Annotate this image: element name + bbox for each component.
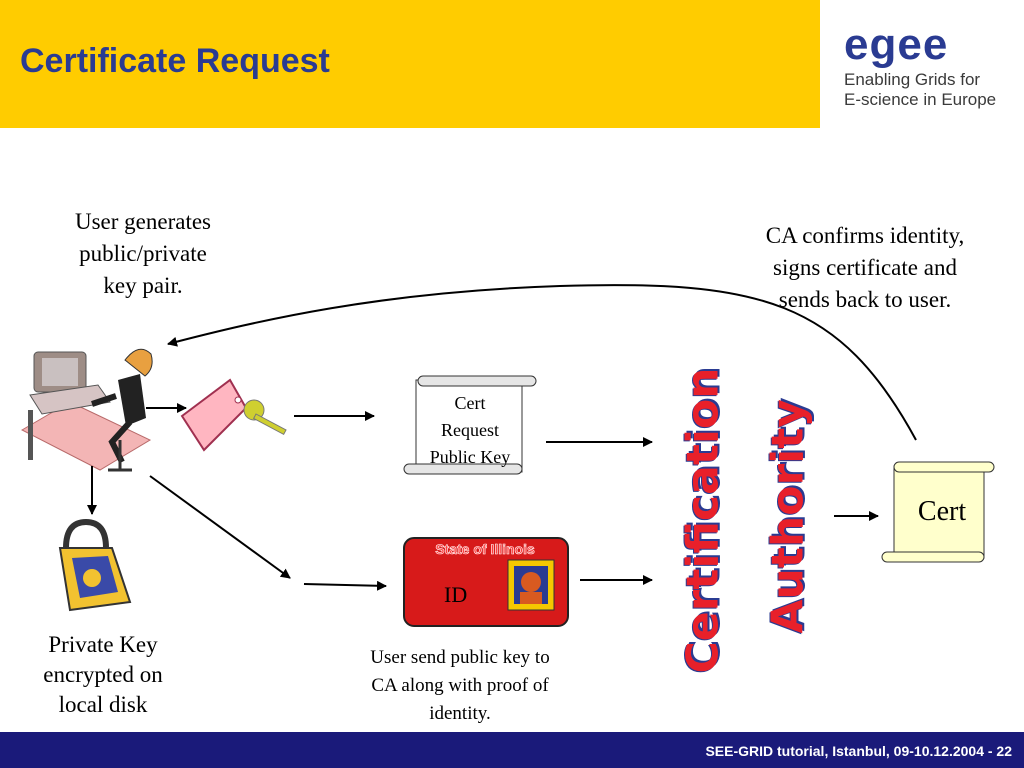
arrow-user-to-id [149,475,291,579]
key-tag-icon [180,378,287,452]
label-ca-confirms: CA confirms identity, signs certificate … [765,223,965,312]
page-title: Certificate Request [20,42,330,80]
label-user-generates: User generates public/private key pair. [74,209,211,298]
arrow-cert-back-to-user [167,284,917,441]
logo-wordmark: egee [844,20,949,69]
cert-scroll [881,461,995,563]
arrow-to-id [303,580,387,591]
id-card [403,537,569,627]
label-user-send: User send public key to CA along with pr… [370,647,550,724]
cert-request-text: Cert Request Public Key [429,393,511,467]
ca-authority-text: Authority [762,399,814,634]
user-at-computer-icon [20,348,153,472]
header-bar: Certificate Request [0,0,820,128]
logo-tagline: Enabling Grids for E-science in Europe [844,70,997,109]
id-state-label: State of Illinois [435,541,535,558]
egee-logo: egee Enabling Grids for E-science in Eur… [820,0,1024,128]
id-photo-icon [514,566,548,604]
cert-request-scroll [403,375,537,475]
private-key-icon [58,518,132,612]
label-private-key: Private Key encrypted on local disk [43,632,163,717]
footer-text: SEE-GRID tutorial, Istanbul, 09-10.12.20… [705,743,1012,759]
footer-bar: SEE-GRID tutorial, Istanbul, 09-10.12.20… [0,732,1024,768]
ca-certification-text: Certification [677,367,729,674]
id-label: ID [444,582,468,607]
cert-text: Cert [917,496,967,527]
